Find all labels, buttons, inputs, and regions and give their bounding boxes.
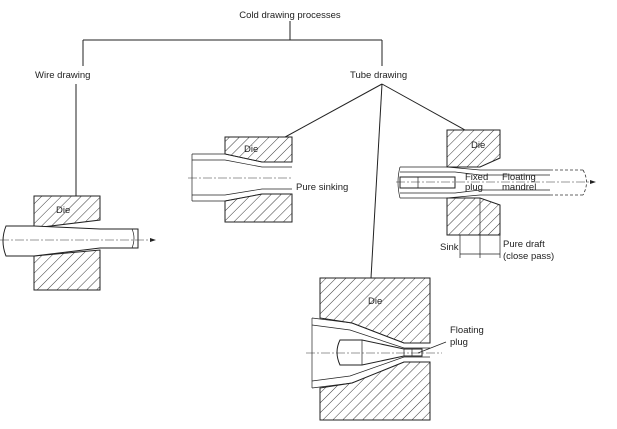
wire-bar (2, 225, 139, 257)
floating-plug-body (336, 339, 423, 366)
tube-drawing-label: Tube drawing (350, 70, 407, 81)
floating-plug-label-line1: Floating (450, 325, 484, 336)
plug-die-label: Die (368, 296, 382, 307)
mandrel-die-top (446, 129, 501, 168)
floating-plug-label-line2: plug (450, 337, 468, 348)
mandrel-die-label: Die (471, 140, 485, 151)
tree-connectors (75, 21, 466, 279)
wire-die-top (33, 195, 101, 229)
pure-sinking-figure: Die Pure sinking (188, 136, 348, 223)
fixed-plug-label-line1: Fixed (465, 172, 488, 183)
sinking-die-label: Die (244, 144, 258, 155)
floating-plug-figure: Die Floating plug (306, 277, 484, 421)
fixed-plug-figure: Die Fixed plug Floating mandrel Sink Pur… (396, 129, 596, 262)
wire-drawing-figure: Die (0, 195, 156, 291)
fixed-plug-rod (399, 176, 456, 189)
pure-draft-label-line1: Pure draft (503, 239, 545, 250)
pure-sinking-label: Pure sinking (296, 182, 348, 193)
mandrel-die-bottom (446, 197, 501, 236)
floating-mandrel-label-line1: Floating (502, 172, 536, 183)
floating-mandrel-label-line2: mandrel (502, 182, 536, 193)
wire-die-bottom (33, 249, 101, 291)
mandrel-arrow-icon (590, 180, 596, 184)
plug-die-top (319, 277, 431, 344)
fixed-plug-label-line2: plug (465, 182, 483, 193)
sinking-die-bottom (224, 193, 293, 223)
wire-drawing-label: Wire drawing (35, 70, 90, 81)
plug-die-bottom (319, 361, 431, 421)
sink-label: Sink (440, 242, 459, 253)
wire-arrow-icon (150, 238, 156, 242)
root-label: Cold drawing processes (239, 10, 341, 21)
sinking-die-top (224, 136, 293, 163)
wire-die-label: Die (56, 205, 70, 216)
pure-draft-label-line2: (close pass) (503, 251, 554, 262)
